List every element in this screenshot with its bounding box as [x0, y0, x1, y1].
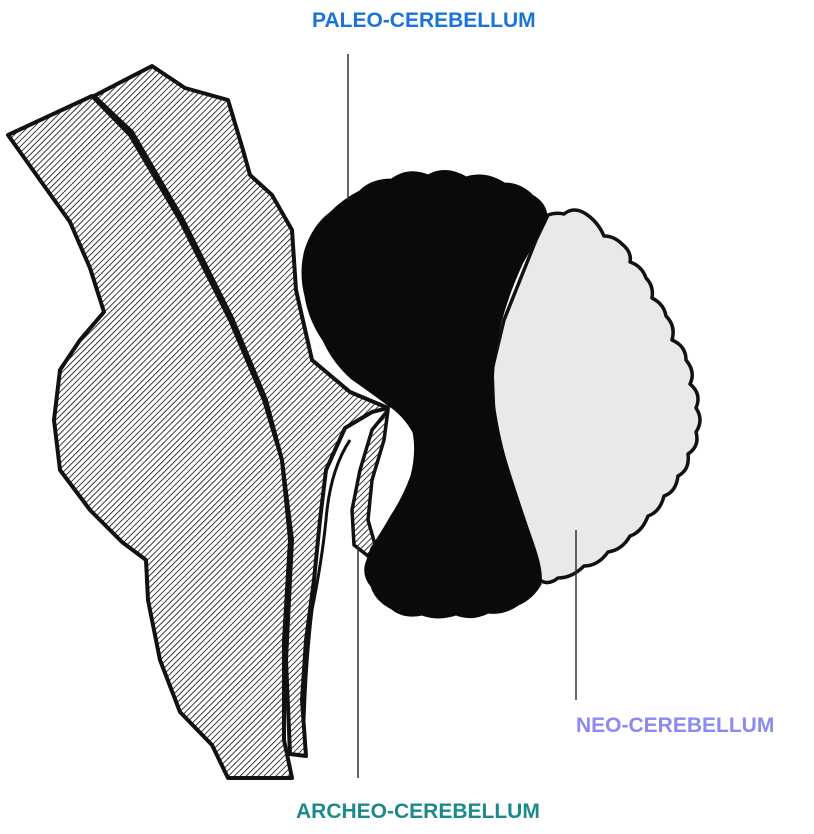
- paleo-cerebellum-label: PALEO-CEREBELLUM: [312, 9, 536, 33]
- archeo-cerebellum-label: ARCHEO-CEREBELLUM: [296, 800, 540, 824]
- neo-cerebellum-label: NEO-CEREBELLUM: [576, 714, 774, 738]
